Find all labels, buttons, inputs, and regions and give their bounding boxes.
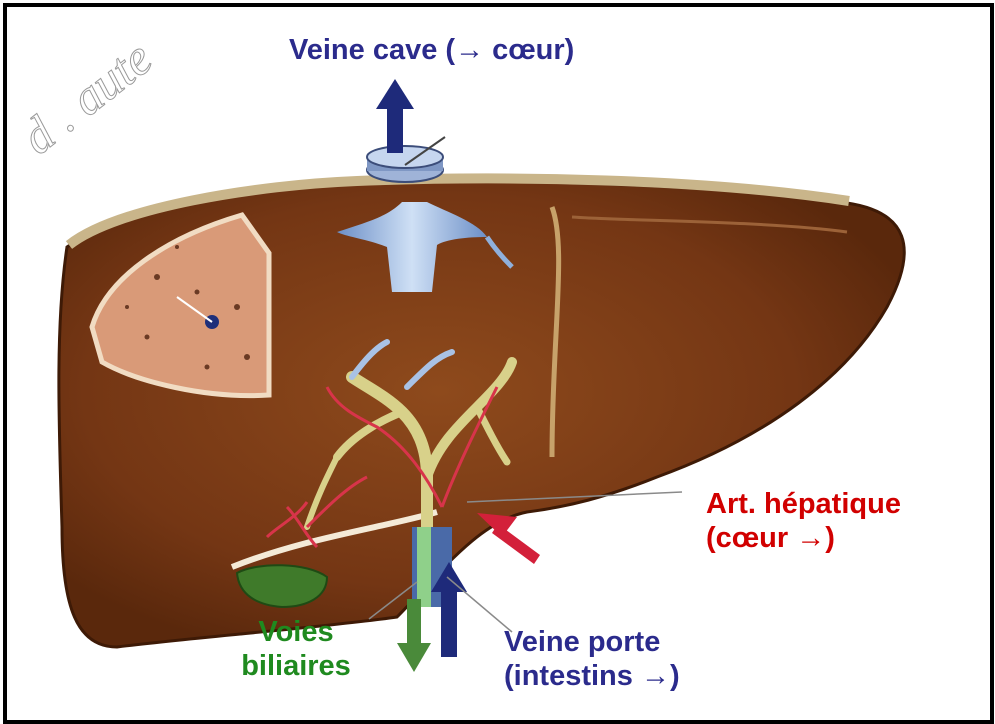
- label-veine-porte-line2: (intestins →): [504, 659, 680, 693]
- vena-cava-arrow: [376, 79, 414, 153]
- label-veine-porte: Veine porte (intestins →): [504, 625, 680, 693]
- label-veine-cave: Veine cave (→ cœur): [289, 33, 574, 67]
- liver-illustration: [7, 7, 990, 720]
- hepatic-artery-arrow: [477, 513, 540, 564]
- label-art-hepatique: Art. hépatique (cœur →): [706, 487, 901, 555]
- diagram-frame: Veine cave (→ cœur) Art. hépatique (cœur…: [3, 3, 994, 724]
- label-voies-biliaires-line2: biliaires: [223, 649, 369, 683]
- label-voies-biliaires: Voies biliaires: [223, 615, 369, 683]
- label-voies-biliaires-line1: Voies: [223, 615, 369, 649]
- label-art-hepatique-line2: (cœur →): [706, 521, 901, 555]
- label-veine-porte-line1: Veine porte: [504, 625, 680, 659]
- label-art-hepatique-line1: Art. hépatique: [706, 487, 901, 521]
